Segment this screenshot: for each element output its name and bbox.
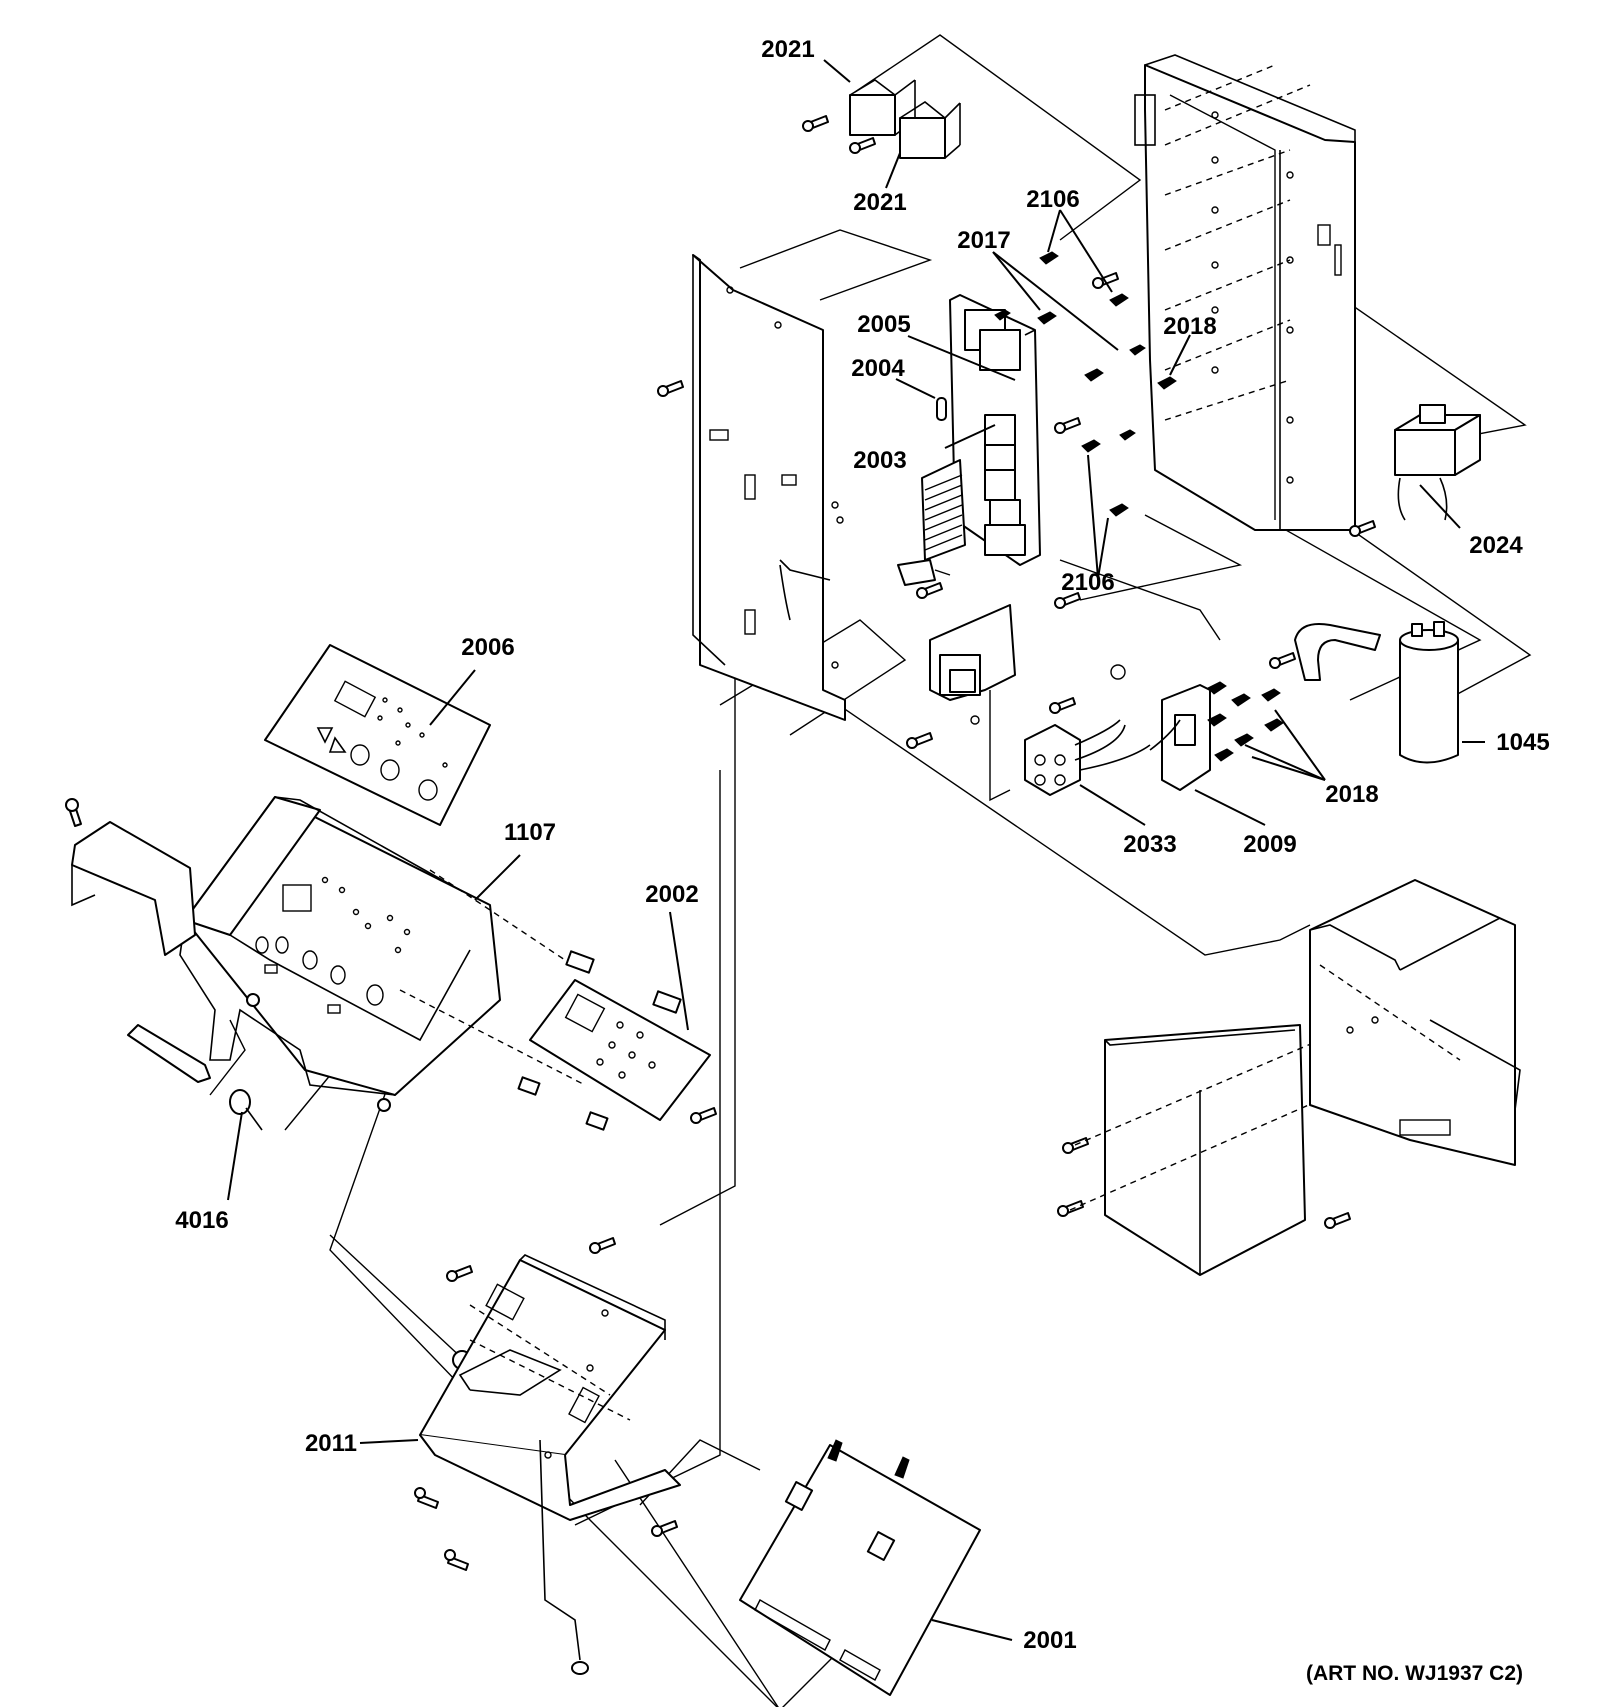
wire-plug-2033: [1024, 664, 1151, 796]
callout-2017: 2017: [957, 227, 1010, 254]
callout-1045: 1045: [1496, 729, 1549, 756]
callout-leaders: [227, 59, 1485, 1641]
callout-4016: 4016: [175, 1207, 228, 1234]
control-panel-housing-1107: [179, 796, 586, 1112]
callout-2018-lower: 2018: [1325, 781, 1378, 808]
callout-2018-right: 2018: [1163, 313, 1216, 340]
rear-cover-panel: [1069, 1024, 1321, 1276]
callout-2009: 2009: [1243, 831, 1296, 858]
relay-2021-bottom: [899, 101, 961, 159]
fuse-2004: [936, 397, 947, 421]
quick-connect-terminals: [994, 251, 1284, 762]
terminal-plate-2009: [1149, 684, 1211, 791]
callout-2021-top: 2021: [761, 36, 814, 63]
callout-labels: 2021 2021 2106 2017 2005 2018 2004 2003 …: [175, 36, 1549, 1685]
control-overlay-2006: [264, 644, 491, 826]
callout-2004: 2004: [851, 355, 905, 382]
wire-clip: [539, 1439, 589, 1675]
callout-2003: 2003: [853, 447, 906, 474]
transformer-2024: [1394, 404, 1481, 521]
control-board-2001: [739, 1439, 981, 1696]
callout-2033: 2033: [1123, 831, 1176, 858]
art-number: (ART NO. WJ1937 C2): [1306, 1662, 1523, 1685]
chassis-bracket-2011: [419, 1254, 681, 1521]
callout-2024: 2024: [1469, 532, 1523, 559]
heat-sink: [921, 459, 966, 561]
grommet-4016: [229, 1089, 263, 1131]
callout-2106-bottom: 2106: [1061, 569, 1114, 596]
side-clip-bracket: [71, 821, 211, 1083]
support-bracket: [1309, 879, 1521, 1166]
callout-2006: 2006: [461, 634, 514, 661]
callout-1107: 1107: [504, 819, 556, 846]
power-board-2003: [897, 294, 1041, 586]
control-housing: [1134, 54, 1356, 531]
callout-2021-bottom: 2021: [853, 189, 906, 216]
callout-2106-top: 2106: [1026, 186, 1079, 213]
relay-2021-top: [849, 79, 916, 136]
mounting-bracket: [692, 254, 846, 721]
callout-2005: 2005: [857, 311, 910, 338]
callout-2011: 2011: [305, 1430, 357, 1457]
display-board-2002: [517, 950, 711, 1131]
callout-2001: 2001: [1023, 1627, 1076, 1654]
callout-2002: 2002: [645, 881, 698, 908]
capacitor-1045: [1294, 621, 1459, 764]
terminal-box: [929, 604, 1016, 725]
